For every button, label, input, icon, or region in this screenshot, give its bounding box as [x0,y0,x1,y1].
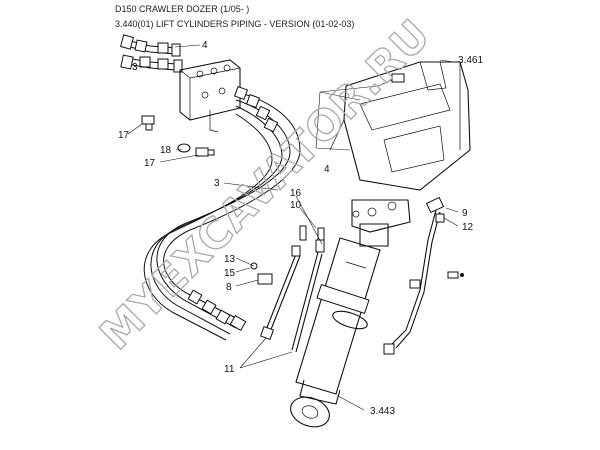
callout-17-lower: 17 [144,158,156,169]
callout-4-frame: 4 [324,164,330,175]
rigid-pipe-left[interactable] [259,245,301,341]
rigid-pipe-right[interactable] [291,225,325,353]
callout-15: 15 [224,268,236,279]
hose-assembly-long[interactable] [143,85,301,341]
callout-4-top: 4 [202,40,208,51]
callout-3461: 3.461 [458,55,483,66]
clamp-8[interactable] [257,273,273,285]
hose-assembly-top[interactable] [120,34,183,73]
fitting-17-lower[interactable] [195,147,215,157]
diagram-subtitle: 3.440(01) LIFT CYLINDERS PIPING - VERSIO… [115,19,355,29]
valve-block[interactable] [179,59,241,133]
callout-3443: 3.443 [370,406,395,417]
callout-3-top: 3 [132,62,138,73]
bolt-12[interactable] [447,271,464,279]
leader-lines [127,44,459,411]
cylinder-pipe-9[interactable] [383,196,445,355]
callout-9: 9 [462,208,468,219]
callout-11: 11 [224,364,235,375]
tractor-frame[interactable] [329,61,471,191]
callout-18: 18 [160,145,172,156]
callout-8: 8 [226,282,232,293]
callout-16: 16 [290,188,302,199]
callout-17-upper: 17 [118,130,130,141]
diagram-title: D150 CRAWLER DOZER (1/05- ) [115,4,250,14]
callout-3-hose: 3 [214,178,220,189]
callout-10: 10 [290,200,302,211]
callout-13: 13 [224,254,236,265]
callout-12: 12 [462,222,474,233]
lift-cylinder[interactable] [286,199,411,432]
o-ring-18[interactable] [177,143,191,153]
fitting-17-upper[interactable] [141,115,155,131]
callout-labels: 4 3 17 18 17 3 16 10 4 3.461 9 12 13 15 … [118,40,483,417]
